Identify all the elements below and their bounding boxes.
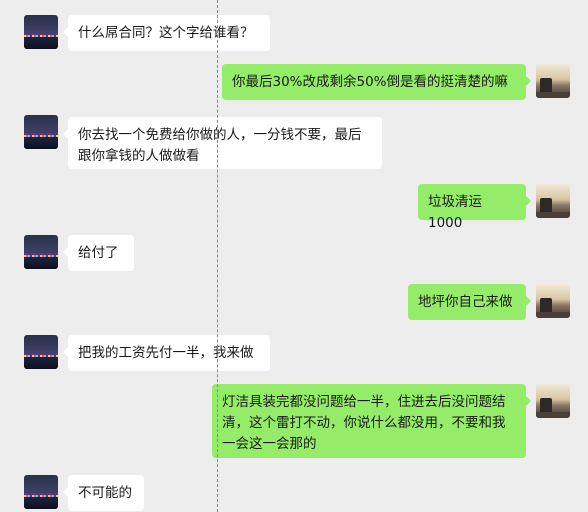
contact-avatar[interactable] xyxy=(24,475,58,509)
message-bubble-incoming[interactable]: 给付了 xyxy=(63,235,134,271)
contact-avatar[interactable] xyxy=(24,235,58,269)
message-bubble-incoming[interactable]: 把我的工资先付一半，我来做 xyxy=(63,335,270,371)
message-bubble-outgoing[interactable]: 你最后30%改成剩余50%倒是看的挺清楚的嘛 xyxy=(222,64,531,100)
message-bubble-incoming[interactable]: 你去找一个免费给你做的人，一分钱不要，最后 跟你拿钱的人做做看 xyxy=(63,117,382,169)
my-avatar[interactable] xyxy=(536,384,570,418)
contact-avatar[interactable] xyxy=(24,15,58,49)
message-bubble-outgoing[interactable]: 地坪你自己来做 xyxy=(408,284,531,320)
contact-avatar[interactable] xyxy=(24,115,58,149)
message-bubble-outgoing[interactable]: 垃圾清运1000 xyxy=(418,184,531,231)
message-bubble-outgoing[interactable]: 灯洁具装完都没问题给一半，住进去后没问题结 清，这个雷打不动，你说什么都没用，不… xyxy=(212,384,531,458)
my-avatar[interactable] xyxy=(536,284,570,318)
alignment-guide-line xyxy=(217,0,218,512)
message-bubble-incoming[interactable]: 什么屌合同？这个字给谁看？ xyxy=(63,15,270,51)
my-avatar[interactable] xyxy=(536,64,570,98)
contact-avatar[interactable] xyxy=(24,335,58,369)
my-avatar[interactable] xyxy=(536,184,570,218)
message-bubble-incoming[interactable]: 不可能的 xyxy=(63,475,144,511)
